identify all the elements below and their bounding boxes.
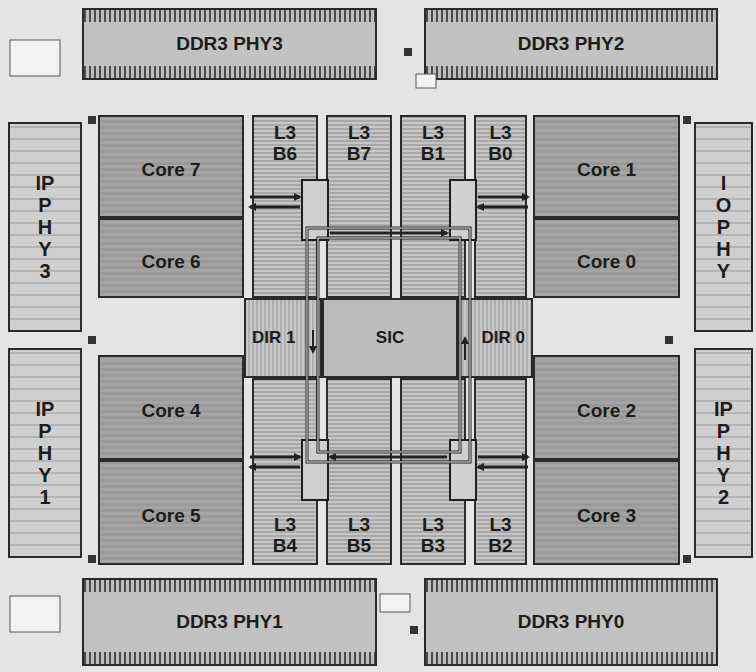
block-label: DDR3 PHY3	[176, 34, 283, 55]
io-block: IP PHY2	[694, 348, 753, 558]
l3-block: L3 B7	[326, 115, 392, 298]
core-block: Core 3	[533, 460, 680, 565]
io-block: IP PHY1	[8, 348, 82, 558]
block-label: DIR 1	[252, 329, 295, 348]
block-label: IP PHY1	[35, 398, 55, 508]
core-block: Core 2	[533, 355, 680, 460]
io-block: IP PHY3	[8, 122, 82, 332]
l3-block: L3 B0	[474, 115, 527, 298]
core-block: Core 1	[533, 115, 680, 218]
ddr-block: DDR3 PHY3	[82, 8, 377, 80]
block-label: Core 3	[577, 506, 636, 527]
l3-block: L3 B3	[400, 378, 466, 565]
sic-block: SIC	[322, 298, 458, 378]
block-label: L3 B4	[264, 515, 306, 557]
core-block: Core 6	[98, 218, 244, 298]
block-label: L3 B5	[338, 515, 380, 557]
block-label: L3 B7	[338, 123, 380, 165]
block-label: L3 B2	[480, 515, 522, 557]
block-label: L3 B6	[264, 123, 306, 165]
block-label: DDR3 PHY2	[518, 34, 625, 55]
block-label: DDR3 PHY1	[176, 612, 283, 633]
l3-block: L3 B1	[400, 115, 466, 298]
block-label: Core 2	[577, 401, 636, 422]
io-block: IO PHY	[694, 122, 753, 332]
block-label: L3 B0	[480, 123, 522, 165]
dir-block: DIR 1	[244, 298, 322, 378]
core-block: Core 4	[98, 355, 244, 460]
block-label: IO PHY	[714, 172, 734, 282]
block-label: Core 0	[577, 252, 636, 273]
block-label: Core 7	[141, 160, 200, 181]
block-label: L3 B1	[412, 123, 454, 165]
ddr-block: DDR3 PHY1	[82, 578, 377, 666]
ddr-block: DDR3 PHY2	[424, 8, 718, 80]
l3-block: L3 B4	[252, 378, 318, 565]
l3-block: L3 B2	[474, 378, 527, 565]
block-label: Core 4	[141, 401, 200, 422]
block-label: DIR 0	[482, 329, 525, 348]
core-block: Core 7	[98, 115, 244, 218]
core-block: Core 0	[533, 218, 680, 298]
l3-block: L3 B6	[252, 115, 318, 298]
block-label: Core 6	[141, 252, 200, 273]
l3-block: L3 B5	[326, 378, 392, 565]
core-block: Core 5	[98, 460, 244, 565]
block-label: Core 5	[141, 506, 200, 527]
block-label: IP PHY3	[35, 172, 55, 282]
block-label: DDR3 PHY0	[518, 612, 625, 633]
block-label: L3 B3	[412, 515, 454, 557]
dir-block: DIR 0	[458, 298, 533, 378]
ddr-block: DDR3 PHY0	[424, 578, 718, 666]
block-label: IP PHY2	[714, 398, 734, 508]
block-label: SIC	[376, 329, 404, 348]
block-label: Core 1	[577, 160, 636, 181]
